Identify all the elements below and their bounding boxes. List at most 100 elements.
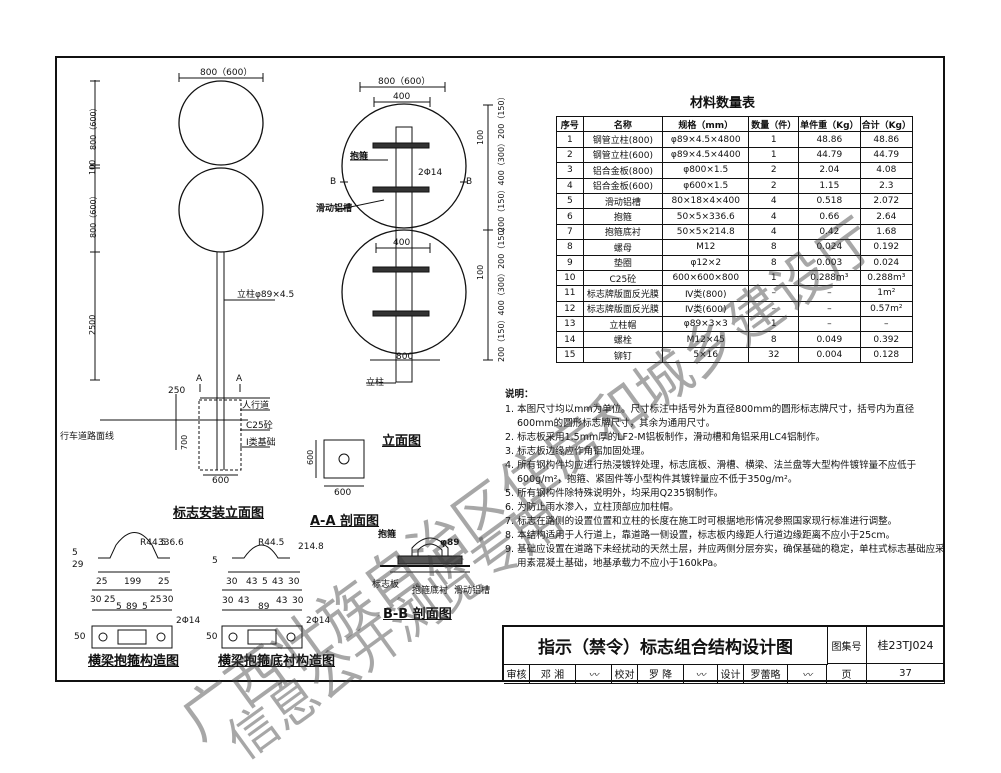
section-b-label-liner: 抱箍底衬 xyxy=(412,586,449,596)
note-item: 6. 为防止雨水渗入，立柱顶部应加柱帽。 xyxy=(505,502,679,513)
check-label: 校对 xyxy=(612,664,638,684)
front-label-channel: 滑动铝槽 xyxy=(316,204,353,214)
table-cell: 2.64 xyxy=(859,208,914,225)
review-label: 审核 xyxy=(504,664,530,684)
table-cell: 14 xyxy=(556,331,584,348)
liner-dim: 43 xyxy=(238,596,250,606)
hoop-dim: 5 xyxy=(142,602,148,612)
section-a-dim1: 600 xyxy=(306,449,315,465)
table-cell: 铝合金板(800) xyxy=(582,162,664,179)
table-cell: 1 xyxy=(556,131,584,148)
front-section-b-right: B xyxy=(466,177,473,187)
table-cell: 15 xyxy=(556,346,584,364)
col-header: 名称 xyxy=(582,115,664,133)
table-cell: 2 xyxy=(748,162,800,179)
table-cell: 48.86 xyxy=(859,131,914,148)
front-dim-100: 100 xyxy=(476,129,485,145)
section-a-dim2: 600 xyxy=(334,488,352,498)
front-dim-400: 400 xyxy=(393,92,411,102)
sign-disc-upper xyxy=(178,80,264,166)
table-cell: 立柱帽 xyxy=(582,316,664,333)
table-cell: – xyxy=(748,285,800,302)
caption-elevation: 标志安装立面图 xyxy=(173,506,265,521)
elevation-view xyxy=(90,73,275,476)
table-cell: 1m² xyxy=(859,285,914,302)
front-dim-800b: 800 xyxy=(396,352,414,362)
table-cell: 2 xyxy=(748,177,800,194)
hoop-dim: 30 xyxy=(90,595,102,605)
liner-dim: 50 xyxy=(206,632,218,642)
table-cell: Ⅳ类(600) xyxy=(662,300,750,318)
table-cell: 钢管立柱(600) xyxy=(582,146,664,164)
table-cell: 6 xyxy=(556,208,584,225)
dim-sign2: 800（600） xyxy=(89,191,98,238)
label-concrete: C25砼 xyxy=(246,421,273,431)
table-cell: 600×600×800 xyxy=(662,269,750,287)
table-cell: φ89×4.5×4400 xyxy=(662,146,750,164)
hoop-dim: 89 xyxy=(126,602,138,612)
liner-dim: 30 xyxy=(222,596,234,606)
table-cell: 螺栓 xyxy=(582,331,664,348)
hoop-detail-view xyxy=(91,532,173,649)
table-cell: 10 xyxy=(556,269,584,287)
drawing-title: 指示（禁令）标志组合结构设计图 xyxy=(504,627,828,665)
table-cell: 螺母 xyxy=(582,239,664,256)
title-block: 指示（禁令）标志组合结构设计图 图集号 桂23TJ024 审核 邓 湘 〰 校对… xyxy=(502,625,945,684)
hoop-dim: 25 xyxy=(150,595,162,605)
table-cell: φ800×1.5 xyxy=(662,162,750,179)
table-header-row: 序号 名称 规格（mm） 数量（件） 单件重（Kg） 合计（Kg） xyxy=(556,115,914,133)
label-road: 行车道路面线 xyxy=(60,432,115,442)
table-cell: φ12×2 xyxy=(662,254,750,271)
hoop-dim: 5 xyxy=(116,602,122,612)
front-dim-400b: 400 xyxy=(393,238,411,248)
section-mark-a-left: A xyxy=(196,374,203,384)
page-number: 37 xyxy=(867,664,945,684)
atlas-number: 桂23TJ024 xyxy=(867,627,945,664)
table-cell: 44.79 xyxy=(798,146,861,164)
hoop-dim: 30 xyxy=(162,595,174,605)
col-header: 序号 xyxy=(556,115,584,133)
table-cell: 4 xyxy=(556,177,584,194)
table-cell: 0.288m³ xyxy=(859,269,914,287)
caption-hoop: 横梁抱箍构造图 xyxy=(88,654,180,669)
col-header: 单件重（Kg） xyxy=(798,115,861,133)
notes: 说明： 1. 本图尺寸均以mm为单位。尺寸标注中括号外为直径800mm的圆形标志… xyxy=(505,388,945,571)
review-signature: 〰 xyxy=(576,664,612,684)
col-header: 数量（件） xyxy=(748,115,800,133)
liner-dim: 43 xyxy=(276,596,288,606)
front-label-post: 立柱 xyxy=(366,378,385,388)
section-b-label-phi: φ89 xyxy=(440,538,460,548)
caption-section-b: B-B 剖面图 xyxy=(383,607,452,622)
table-cell: 抱箍 xyxy=(582,208,664,225)
table-cell: 5×16 xyxy=(662,346,750,364)
note-item: 8. 本结构适用于人行道上，靠道路一侧设置，标志板内缘距人行道边缘距离不应小于2… xyxy=(505,530,896,541)
sign-disc-lower xyxy=(178,167,264,253)
col-header: 合计（Kg） xyxy=(859,115,914,133)
table-cell: 铝合金板(600) xyxy=(582,177,664,194)
table-cell: 80×18×4×400 xyxy=(662,192,750,210)
dim-gap: 100 xyxy=(88,159,97,175)
liner-dim: 214.8 xyxy=(298,542,324,552)
hoop-dim: 25 xyxy=(96,577,108,587)
table-cell: φ600×1.5 xyxy=(662,177,750,194)
table-cell: 8 xyxy=(556,239,584,256)
table-cell: 钢管立柱(800) xyxy=(582,131,664,148)
table-cell: 0.024 xyxy=(859,254,914,271)
label-post: 立柱φ89×4.5 xyxy=(237,290,295,300)
table-cell: 4 xyxy=(748,208,800,225)
section-b-label-plate: 标志板 xyxy=(372,580,400,590)
table-cell: 抱箍底衬 xyxy=(582,223,664,241)
caption-liner: 横梁抱箍底衬构造图 xyxy=(218,654,336,669)
table-cell: 50×5×214.8 xyxy=(662,223,750,241)
table-cell: Ⅳ类(800) xyxy=(662,285,750,302)
drawing-canvas xyxy=(90,73,493,649)
